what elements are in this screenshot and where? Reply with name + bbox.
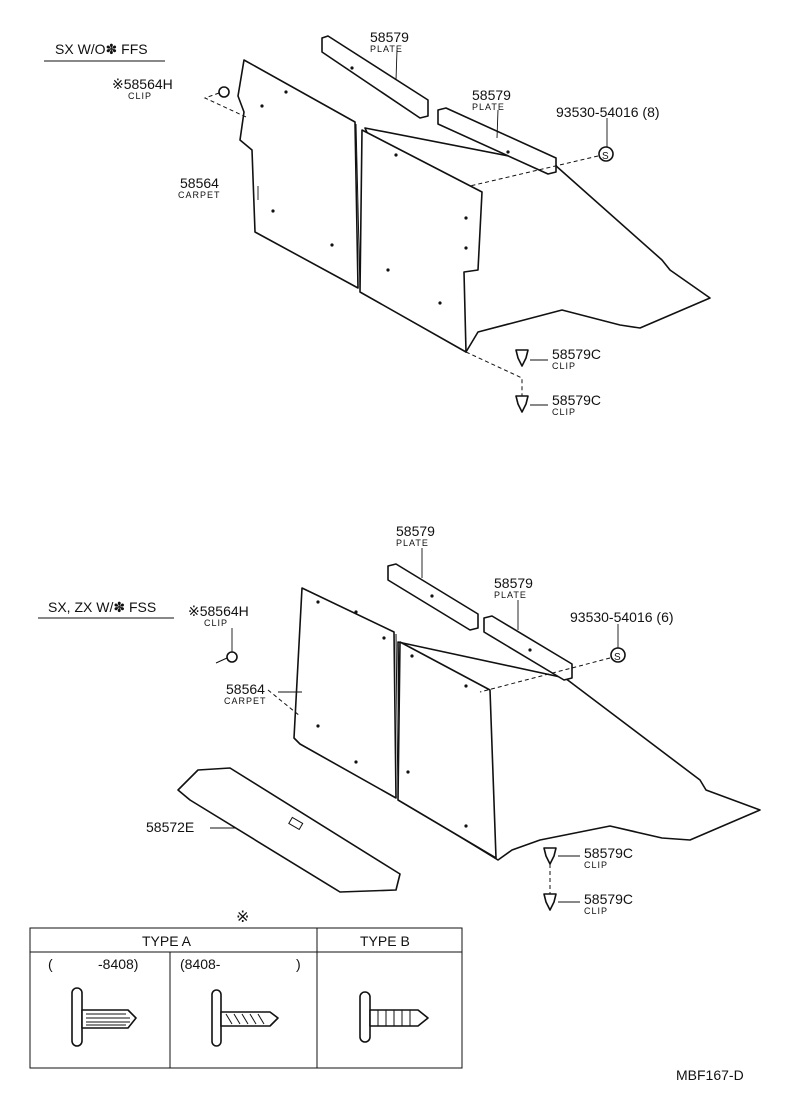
lower-hole: [316, 724, 320, 728]
lower-plate-b-hole: [528, 648, 532, 652]
lower-clip-h-number: ※58564H: [188, 603, 249, 619]
lower-clip-c1-number: 58579C: [584, 845, 633, 861]
lower-plate-a-number: 58579: [396, 523, 435, 539]
lower-hole: [354, 760, 358, 764]
upper-hole: [271, 209, 275, 213]
lower-clip-c2-name: CLIP: [584, 906, 608, 916]
lower-mat-number: 58572E: [146, 819, 194, 835]
upper-carpet-left-panel: [237, 59, 359, 289]
lower-heading: SX, ZX W/✽ FSS: [48, 599, 156, 615]
upper-clip-h-dashline: [203, 92, 247, 118]
lower-clip-h-stem: [215, 657, 228, 664]
upper-plate-b: [437, 107, 557, 175]
upper-screw-number: 93530-54016 (8): [556, 104, 660, 120]
upper-clip-58579c-2: [515, 395, 529, 413]
lower-screw-dashline: [479, 657, 611, 693]
upper-hole: [260, 104, 264, 108]
table-range-1-open: (: [48, 956, 53, 972]
diagram-id: MBF167-D: [676, 1067, 744, 1083]
lower-panel-seam: [395, 633, 399, 799]
lower-carpet-number: 58564: [226, 681, 265, 697]
lower-clip-58579c-2: [543, 893, 557, 911]
lower-hole: [464, 684, 468, 688]
table-frame: [29, 927, 463, 1069]
upper-carpet-number: 58564: [180, 175, 219, 191]
table-type-b-header: TYPE B: [360, 933, 410, 949]
upper-hole: [394, 153, 398, 157]
lower-clip-58564h: [226, 651, 238, 663]
lower-plate-b-name: PLATE: [494, 590, 527, 600]
lower-carpet-right-panel: [397, 641, 497, 859]
lower-hole: [316, 600, 320, 604]
lower-clip-c2-number: 58579C: [584, 891, 633, 907]
lower-clip-58579c-1: [543, 847, 557, 865]
lower-plate-b: [483, 615, 573, 681]
upper-hole: [464, 216, 468, 220]
upper-screw-dashline: [469, 155, 599, 187]
lower-section: SX, ZX W/✽ FSS S: [38, 523, 761, 916]
upper-leader-plate-a: [395, 49, 398, 81]
upper-plate-a: [321, 35, 429, 119]
upper-clip-h-number: ※58564H: [112, 76, 173, 92]
lower-carpet-name: CARPET: [224, 696, 267, 706]
table-range-1-value: -8408): [98, 956, 138, 972]
upper-clip-c1-name: CLIP: [552, 361, 576, 371]
upper-plate-a-number: 58579: [370, 29, 409, 45]
clip-type-b-icon: [359, 991, 429, 1043]
table-range-2-value: (8408-: [180, 956, 221, 972]
upper-plate-a-name: PLATE: [370, 44, 403, 54]
table-type-a-header: TYPE A: [142, 933, 192, 949]
lower-hole: [464, 824, 468, 828]
upper-section: SX W/O✽ FFS S: [44, 29, 711, 417]
upper-carpet-right-panel: [359, 129, 483, 353]
lower-hole: [354, 610, 358, 614]
clip-type-a-late-icon: [211, 989, 279, 1047]
lower-hole: [410, 654, 414, 658]
lower-mat-58572e: [177, 767, 401, 893]
lower-plate-b-number: 58579: [494, 575, 533, 591]
upper-clip-h-name: CLIP: [128, 91, 152, 101]
upper-clip-c2-name: CLIP: [552, 407, 576, 417]
upper-carpet-name: CARPET: [178, 190, 221, 200]
upper-screw-s-mark: S: [602, 151, 609, 162]
lower-clip-h-name: CLIP: [204, 618, 228, 628]
upper-leader-plate-b: [496, 109, 499, 139]
clip-type-a-early-icon: [71, 987, 137, 1047]
upper-screw-s: [598, 146, 614, 162]
upper-plate-b-hole: [506, 150, 510, 154]
lower-screw-number: 93530-54016 (6): [570, 609, 674, 625]
lower-carpet-left-panel: [293, 587, 397, 799]
lower-hole: [382, 636, 386, 640]
lower-clip-c1-name: CLIP: [584, 860, 608, 870]
lower-mat-cutout: [288, 816, 304, 831]
lower-screw-s-mark: S: [614, 652, 621, 663]
upper-hole: [464, 246, 468, 250]
upper-hole: [386, 268, 390, 272]
upper-panel-seam: [355, 123, 361, 291]
upper-plate-b-name: PLATE: [472, 102, 505, 112]
upper-clip-58564h: [218, 86, 230, 98]
upper-heading: SX W/O✽ FFS: [55, 41, 148, 57]
lower-plate-a-name: PLATE: [396, 538, 429, 548]
table-reference-mark: ※: [236, 909, 249, 926]
upper-plate-a-hole: [350, 66, 354, 70]
clip-type-table: ※ TYPE A TYPE B ( -8408) (8408- ): [29, 909, 463, 1069]
upper-hole: [284, 90, 288, 94]
upper-clip-58579c-1: [515, 349, 529, 367]
upper-plate-b-number: 58579: [472, 87, 511, 103]
upper-clip-c1-number: 58579C: [552, 346, 601, 362]
upper-clip-c2-number: 58579C: [552, 392, 601, 408]
upper-hole: [330, 243, 334, 247]
upper-hole: [438, 301, 442, 305]
lower-hole: [406, 770, 410, 774]
table-range-2-close: ): [296, 956, 301, 972]
upper-clip-c-dashline: [465, 351, 523, 396]
lower-plate-a-hole: [430, 594, 434, 598]
